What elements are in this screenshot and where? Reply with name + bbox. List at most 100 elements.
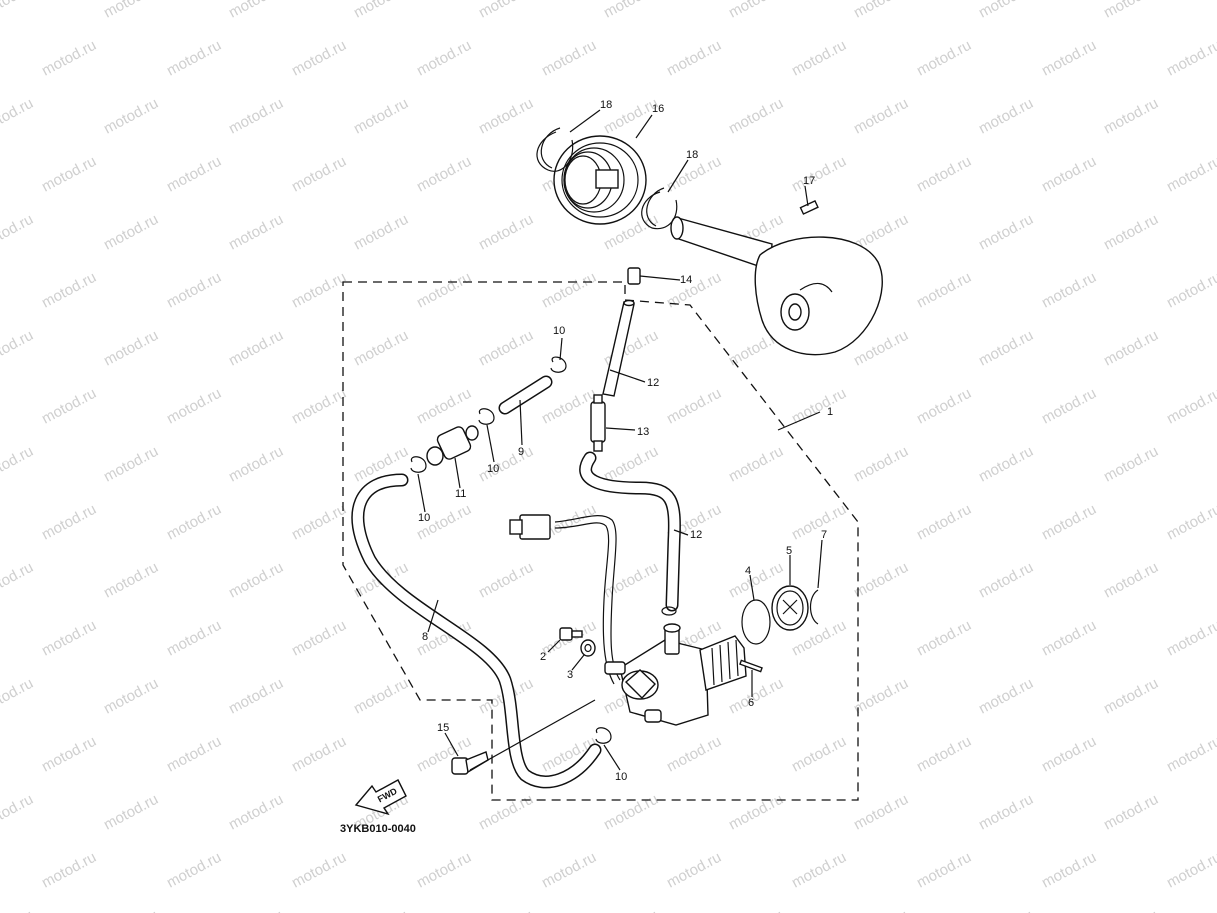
watermark-text: motod.ru [226,675,286,718]
watermark-text: motod.ru [1039,733,1099,776]
watermark-text: motod.ru [289,501,349,544]
callout-10-b: 10 [487,463,499,475]
washer-3 [580,639,596,657]
watermark-text: motod.ru [351,211,411,254]
callout-8: 8 [422,631,428,643]
bolt-15 [451,699,596,775]
watermark-text: motod.ru [101,0,161,22]
watermark-text: motod.ru [914,153,974,196]
watermark-text: motod.ru [601,0,661,22]
watermark-text: motod.ru [726,95,786,138]
circlip-18-upper [536,127,574,172]
oil-hose-8 [351,473,602,789]
watermark-text: motod.ru [39,37,99,80]
watermark-text: motod.ru [601,907,661,913]
watermark-text: motod.ru [476,327,536,370]
watermark-text: motod.ru [914,37,974,80]
watermark-text: motod.ru [1101,95,1161,138]
crankshaft-flywheel [670,216,883,356]
watermark-text: motod.ru [39,269,99,312]
callout-9: 9 [518,446,524,458]
callout-14: 14 [680,274,692,286]
watermark-text: motod.ru [164,501,224,544]
watermark-text: motod.ru [976,211,1036,254]
callout-10-c: 10 [418,512,430,524]
watermark-text: motod.ru [0,327,36,370]
watermark-text: motod.ru [1101,907,1161,913]
watermark-text: motod.ru [39,385,99,428]
watermark-text: motod.ru [414,849,474,892]
callout-15: 15 [437,722,449,734]
watermark-text: motod.ru [851,95,911,138]
watermark-text: motod.ru [226,0,286,22]
watermark-text: motod.ru [851,443,911,486]
watermark-text: motod.ru [226,327,286,370]
callout-12-b: 12 [690,529,702,541]
watermark-text: motod.ru [39,617,99,660]
watermark-text: motod.ru [789,153,849,196]
watermark-text: motod.ru [1164,37,1217,80]
watermark-text: motod.ru [1101,559,1161,602]
watermark-text: motod.ru [976,327,1036,370]
o-ring-small [661,606,677,616]
watermark-text: motod.ru [476,0,536,22]
callout-12-a: 12 [647,377,659,389]
oil-hose-12-lower [579,451,681,612]
watermark-text: motod.ru [101,327,161,370]
watermark-text: motod.ru [164,385,224,428]
oil-hose-9 [498,375,553,415]
watermark-text: motod.ru [351,907,411,913]
watermark-text: motod.ru [664,733,724,776]
watermark-text: motod.ru [1101,327,1161,370]
watermark-text: motod.ru [1164,385,1217,428]
callout-2: 2 [540,651,546,663]
watermark-text: motod.ru [1039,269,1099,312]
callout-6: 6 [748,697,754,709]
watermark-text: motod.ru [164,617,224,660]
hose-clips-10 [410,356,612,744]
watermark-text: motod.ru [351,327,411,370]
watermark-text: motod.ru [789,37,849,80]
watermark-text: motod.ru [601,791,661,834]
watermark-text: motod.ru [226,95,286,138]
watermark-text: motod.ru [39,733,99,776]
watermark-text: motod.ru [976,791,1036,834]
watermark-text: motod.ru [1039,617,1099,660]
watermark-text: motod.ru [0,0,36,22]
callout-17: 17 [803,175,815,187]
callout-7: 7 [821,529,827,541]
watermark-text: motod.ru [476,443,536,486]
watermark-text: motod.ru [726,675,786,718]
callout-4: 4 [745,565,751,577]
callout-13: 13 [637,426,649,438]
watermark-text: motod.ru [1039,501,1099,544]
watermark-text: motod.ru [976,559,1036,602]
watermark-text: motod.ru [1101,0,1161,22]
oil-filter-11 [426,425,479,466]
watermark-text: motod.ru [476,907,536,913]
watermark-text: motod.ru [1039,153,1099,196]
watermark-text: motod.ru [476,211,536,254]
watermark-text: motod.ru [1101,791,1161,834]
watermark-text: motod.ru [914,501,974,544]
watermark-text: motod.ru [101,95,161,138]
watermark-text: motod.ru [289,733,349,776]
watermark-text: motod.ru [664,37,724,80]
fitting-14 [627,267,641,285]
watermark-text: motod.ru [976,95,1036,138]
watermark-text: motod.ru [976,443,1036,486]
diagram-code: 3YKB010-0040 [340,823,416,835]
watermark-text: motod.ru [164,733,224,776]
watermark-text: motod.ru [1039,849,1099,892]
watermark-text: motod.ru [101,211,161,254]
watermark-text: motod.ru [601,559,661,602]
assembly-boundary [342,281,859,801]
o-ring-4 [741,599,771,645]
watermark-text: motod.ru [414,269,474,312]
watermark-text: motod.ru [851,907,911,913]
callout-16: 16 [652,103,664,115]
watermark-text: motod.ru [726,443,786,486]
watermark-text: motod.ru [914,385,974,428]
watermark-text: motod.ru [1039,37,1099,80]
